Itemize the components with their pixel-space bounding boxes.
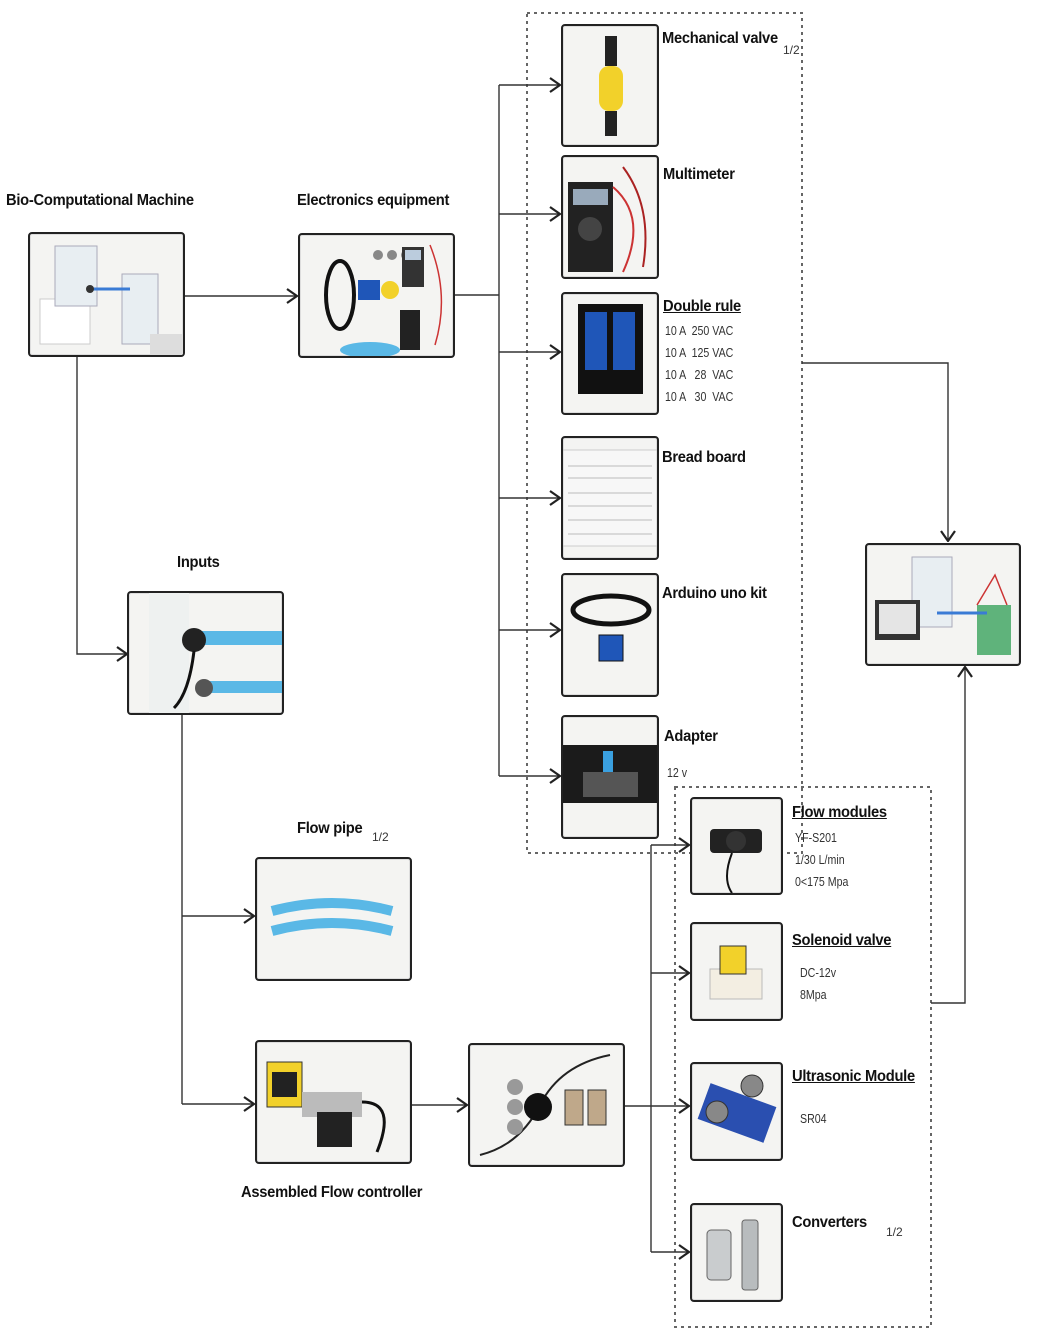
assembled-label: Assembled Flow controller <box>241 1184 423 1201</box>
electronics-group-frame <box>526 12 803 854</box>
adapter-illustration <box>563 745 657 803</box>
ultrasonic-spec: SR04 <box>800 1112 827 1126</box>
double-rule-spec-4: 10 A 30 VAC <box>665 390 734 404</box>
double-rule-illustration <box>578 304 643 394</box>
flow-modules-photo <box>690 797 783 895</box>
solenoid-illustration <box>709 945 763 1000</box>
bread-board-label: Bread board <box>662 449 746 466</box>
ultrasonic-illustration <box>697 1074 777 1143</box>
flow-modules-label: Flow modules <box>792 804 887 821</box>
adapter-spec: 12 v <box>667 766 688 780</box>
inputs-label: Inputs <box>177 554 220 571</box>
manifold-photo <box>468 1043 625 1167</box>
bio-machine-photo <box>28 232 185 357</box>
flow-modules-illustration <box>710 829 762 893</box>
assembled-photo <box>255 1040 412 1164</box>
double-rule-photo <box>561 292 659 415</box>
mechanical-valve-photo <box>561 24 659 147</box>
electronics-illustration <box>324 244 443 356</box>
arrow-bio-to-inputs <box>76 355 127 654</box>
flow-pipe-photo <box>255 857 412 981</box>
flow-pipe-label: Flow pipe <box>297 820 363 837</box>
arrow-flow-to-final <box>931 667 965 1004</box>
final-system-illustration <box>875 556 1011 655</box>
double-rule-label: Double rule <box>663 298 741 315</box>
ultrasonic-label: Ultrasonic Module <box>792 1068 915 1085</box>
electronics-label: Electronics equipment <box>297 192 450 209</box>
solenoid-spec-1: DC-12v <box>800 966 837 980</box>
arduino-label: Arduino uno kit <box>662 585 767 602</box>
inputs-photo <box>127 591 284 715</box>
flow-pipe-fraction: 1/2 <box>372 830 389 844</box>
flow-pipe-illustration <box>270 898 394 936</box>
converters-photo <box>690 1203 783 1302</box>
adapter-photo <box>561 715 659 839</box>
manifold-illustration <box>479 1054 611 1156</box>
solenoid-photo <box>690 922 783 1021</box>
mechanical-valve-fraction: 1/2 <box>783 43 800 57</box>
solenoid-label: Solenoid valve <box>792 932 892 949</box>
adapter-label: Adapter <box>664 728 718 745</box>
arduino-illustration <box>570 593 652 662</box>
solenoid-spec-2: 8Mpa <box>800 988 827 1002</box>
flow-modules-spec-2: 1/30 L/min <box>795 853 845 867</box>
multimeter-label: Multimeter <box>663 166 735 183</box>
bio-machine-illustration <box>39 245 183 355</box>
mechanical-valve-label: Mechanical valve <box>662 30 778 47</box>
flow-modules-spec-3: 0<175 Mpa <box>795 875 849 889</box>
arrow-electronics-to-final <box>802 362 948 541</box>
flow-modules-spec-1: YF-S201 <box>795 831 837 845</box>
arduino-photo <box>561 573 659 697</box>
mechanical-valve-illustration <box>599 36 623 136</box>
multimeter-photo <box>561 155 659 279</box>
double-rule-spec-2: 10 A 125 VAC <box>665 346 734 360</box>
assembled-illustration <box>266 1061 386 1153</box>
double-rule-spec-3: 10 A 28 VAC <box>665 368 734 382</box>
electronics-photo <box>298 233 455 358</box>
bread-board-photo <box>561 436 659 560</box>
flow-group-frame <box>674 786 932 1328</box>
converters-illustration <box>706 1219 759 1291</box>
inputs-illustration <box>149 593 282 713</box>
bread-board-illustration <box>563 449 657 547</box>
converters-fraction: 1/2 <box>886 1225 903 1239</box>
double-rule-spec-1: 10 A 250 VAC <box>665 324 734 338</box>
multimeter-illustration <box>568 166 647 273</box>
final-system-photo <box>865 543 1021 666</box>
converters-label: Converters <box>792 1214 867 1231</box>
bio-machine-label: Bio-Computational Machine <box>6 192 194 209</box>
ultrasonic-photo <box>690 1062 783 1161</box>
